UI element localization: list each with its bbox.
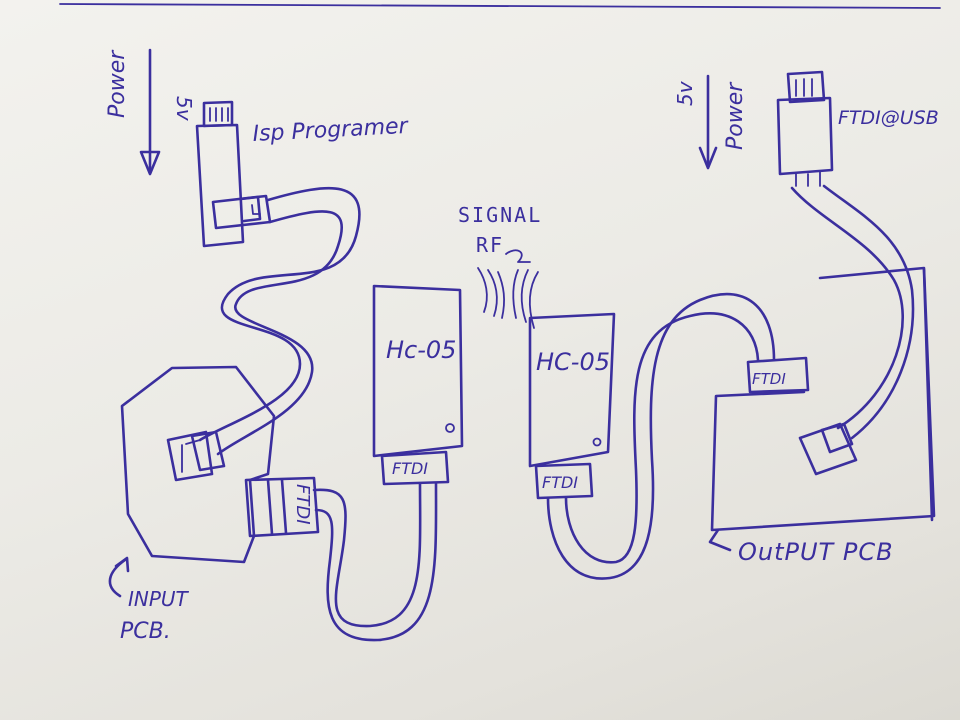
ftdi-left-module-label: FTDI [392,459,428,478]
volts-label-right: 5v [673,80,697,106]
ftdi-usb-label: FTDI@USB [838,107,939,129]
input-pcb-pointer [108,556,130,598]
isp-programmer-label: Isp Programer [252,114,410,147]
rf-label: RF [476,233,504,257]
ftdi-output-pcb-label: FTDI [752,370,786,388]
input-pcb-label-line1: INPUT [128,587,190,611]
usb-connector-output-pcb [798,422,858,476]
hc05-right-module [528,312,616,500]
output-pcb [708,266,936,552]
signal-label: SIGNAL [458,203,542,227]
cable-input-to-hc05-left [312,482,438,642]
power-arrow-left [139,48,161,176]
rf-squiggle [505,249,531,263]
power-label-left: Power [105,49,130,118]
isp-cable [198,186,361,456]
cable-hc05-right-to-output [546,292,776,580]
hc05-left-label: Hc-05 [386,336,456,364]
hc05-left-module [372,284,464,486]
volts-label-left: 5v [172,96,196,122]
power-label-right: Power [723,81,748,150]
ftdi-right-module-label: FTDI [542,473,578,492]
page-top-rule [59,3,941,9]
output-pcb-label: OutPUT PCB [738,538,894,566]
ftdi-connector-input-pcb [244,476,320,538]
ftdi-connector-output-pcb [746,356,810,394]
cable-ftdi-usb-to-output [790,184,915,440]
ftdi-usb-dongle [776,70,834,187]
ftdi-input-pcb-label: FTDI [292,484,313,525]
hc05-right-label: HC-05 [536,348,610,376]
input-pcb [120,365,276,564]
input-pcb-label-line2: PCB. [120,619,171,644]
power-arrow-right [698,74,718,170]
rf-waves [477,267,539,329]
